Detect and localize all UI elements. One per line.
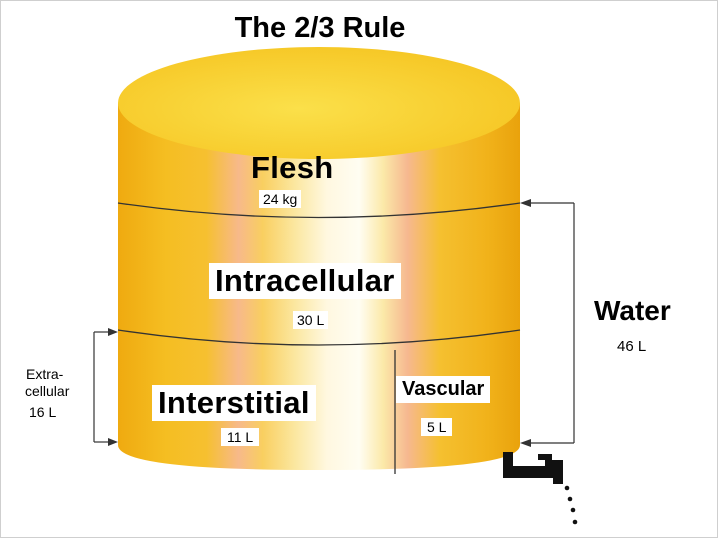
water-bracket	[530, 202, 575, 444]
bracket-arrowhead-top	[108, 328, 118, 336]
extracellular-bracket	[93, 331, 110, 443]
intra-extra-boundary	[117, 329, 521, 346]
vascular-amount: 5 L	[421, 418, 453, 436]
flesh-water-boundary	[117, 202, 521, 219]
vascular-label: Vascular	[396, 376, 491, 403]
page-title: The 2/3 Rule	[234, 12, 406, 44]
interstitial-label: Interstitial	[152, 385, 316, 421]
intracellular-label: Intracellular	[209, 263, 401, 299]
water-label: Water	[592, 295, 673, 327]
extracellular-label-line2: cellular	[25, 383, 70, 399]
flesh-label: Flesh	[251, 150, 334, 185]
water-arrowhead-top	[520, 199, 531, 207]
water-amount: 46 L	[617, 338, 647, 355]
interstitial-amount: 11 L	[221, 428, 260, 446]
cylinder-top	[118, 47, 520, 159]
extracellular-label-line1: Extra-	[26, 366, 64, 382]
water-arrowhead-bottom	[520, 439, 531, 447]
bracket-arrowhead-bottom	[108, 438, 118, 446]
faucet-icon	[503, 452, 563, 484]
water-drop-icon	[564, 485, 578, 525]
flesh-amount: 24 kg	[259, 190, 302, 208]
extracellular-amount: 16 L	[29, 404, 57, 420]
intracellular-amount: 30 L	[293, 311, 329, 329]
